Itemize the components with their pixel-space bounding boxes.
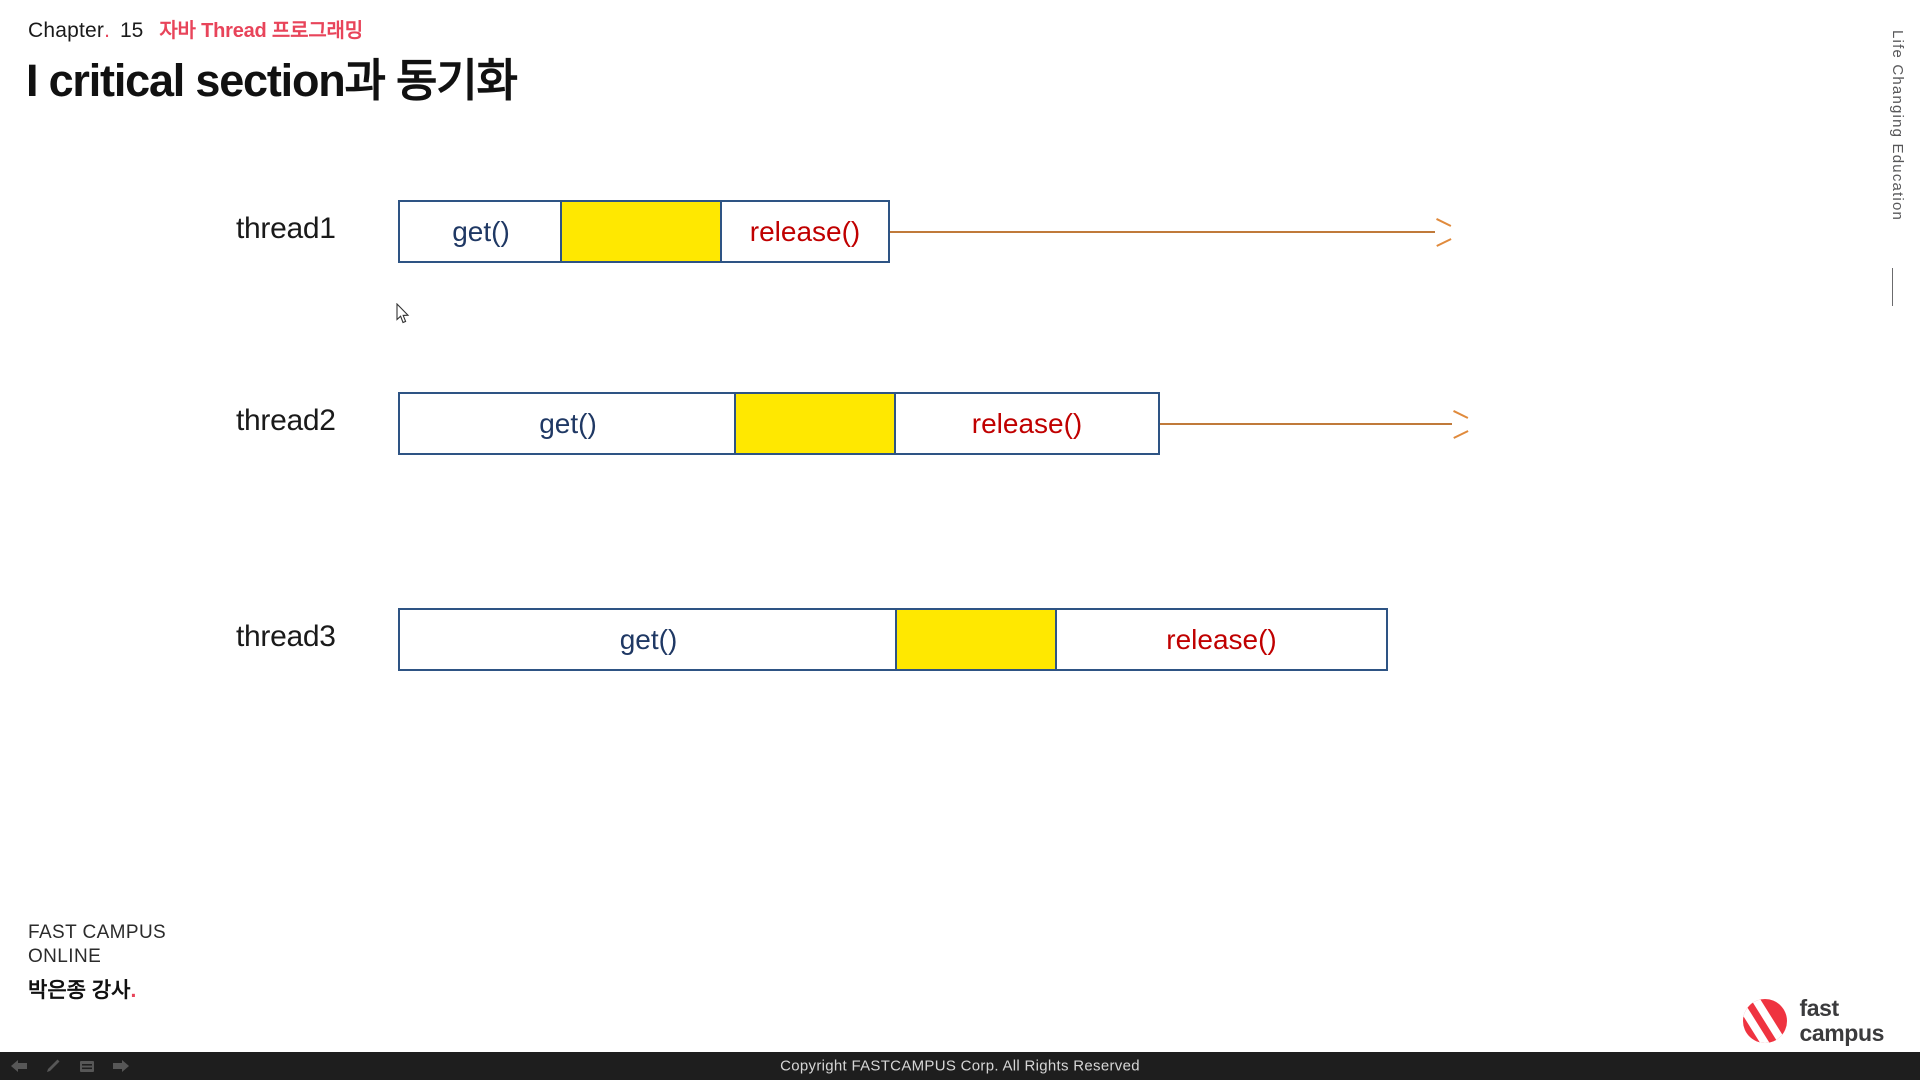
thread-track-2: get() release() [398,392,1160,455]
segment-release-2: release() [971,407,1083,439]
segment-get-1: get() [452,215,510,247]
page-title: I critical section과 동기화 [26,55,518,106]
logo-line-1: fast [1799,995,1839,1022]
footer-brand: FAST CAMPUS ONLINE 박은종 강사. [28,921,166,1006]
chapter-subtitle: 자바 Thread 프로그래밍 [159,20,363,42]
side-tagline: Life Changing Education [1889,30,1906,222]
segment-critical-3 [895,610,1057,669]
fastcampus-logo: fast campus [1743,996,1884,1046]
mouse-cursor [396,302,412,325]
brand-line-1: FAST CAMPUS [28,921,167,943]
copyright-text: Copyright FASTCAMPUS Corp. All Rights Re… [780,1057,1140,1075]
segment-release-1: release() [749,215,861,247]
segment-get-3: get() [619,623,678,655]
timeline-arrow-head-1 [1437,224,1451,240]
brand-line-2: ONLINE [28,945,102,967]
thread-track-3: get() release() [398,608,1388,671]
bottom-bar: Copyright FASTCAMPUS Corp. All Rights Re… [0,1052,1920,1080]
chapter-word: Chapter [28,19,105,42]
presentation-toolbar [10,1058,130,1074]
segment-critical-1 [560,202,722,261]
thread-track-1: get() release() [398,200,890,263]
segment-release-3: release() [1166,623,1277,655]
chapter-line: Chapter . 15 자바 Thread 프로그래밍 [28,14,363,43]
timeline-arrow-line-2 [1160,423,1452,425]
segment-critical-2 [734,394,896,453]
fastcampus-mark-icon [1743,999,1788,1044]
instructor-label: 박은종 강사 [28,979,131,1003]
fastcampus-wordmark: fast campus [1799,996,1884,1046]
chapter-number: 15 [119,19,144,42]
side-rule [1892,268,1893,306]
thread-label-3: thread3 [236,620,336,653]
logo-line-2: campus [1799,1020,1884,1047]
timeline-arrow-head-2 [1454,416,1468,432]
thread-label-2: thread2 [236,404,336,437]
slide-icon[interactable] [78,1058,96,1074]
back-arrow-icon[interactable] [10,1058,28,1074]
instructor-name: 박은종 강사. [28,978,166,1005]
instructor-dot: . [130,979,137,1003]
timeline-arrow-line-1 [890,231,1435,233]
thread-label-1: thread1 [236,212,336,245]
pen-icon[interactable] [44,1058,62,1074]
forward-arrow-icon[interactable] [112,1058,130,1074]
segment-get-2: get() [539,407,597,439]
chapter-dot: . [104,19,110,42]
